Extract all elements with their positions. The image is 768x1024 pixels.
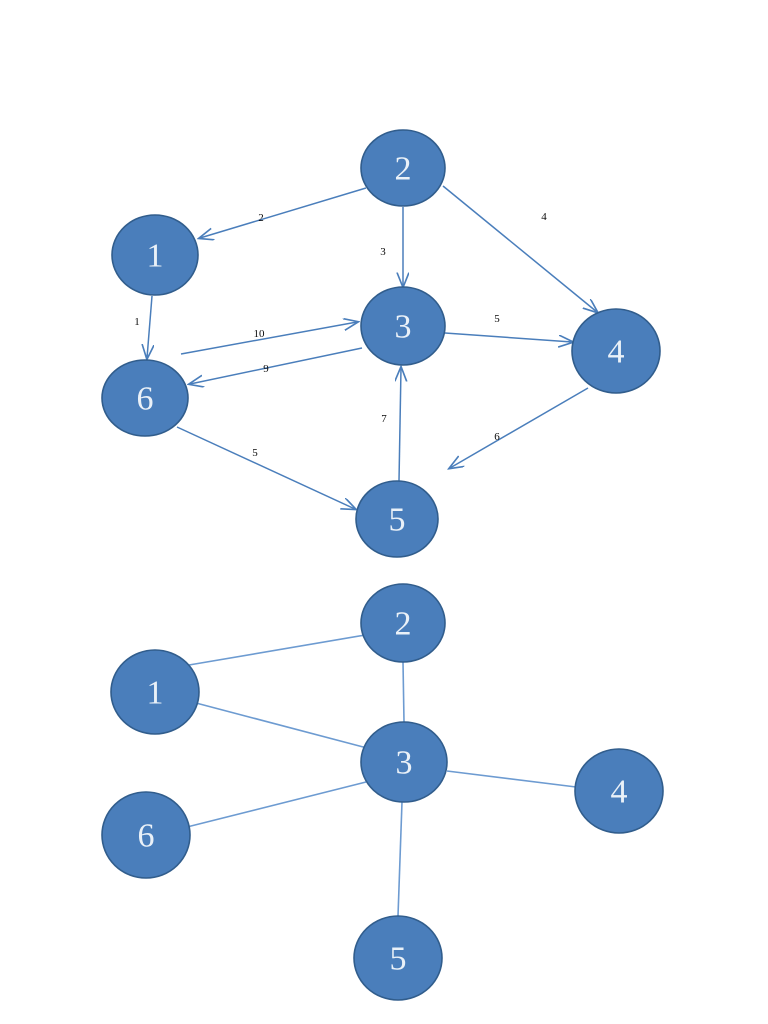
node-circle-5[interactable] xyxy=(353,915,443,1001)
node-circle-3[interactable] xyxy=(360,286,446,366)
node-label-6: 6 xyxy=(137,381,154,418)
node-5[interactable]: 5 xyxy=(353,915,443,1001)
edge-2-to-3 xyxy=(402,661,405,723)
edge-3-to-6 xyxy=(186,781,367,828)
edge-6-to-3 xyxy=(180,322,357,355)
edge-3-to-4 xyxy=(446,770,577,788)
directed-weighted-graph: 2 3 4 1 10 9 5 7 6 5 1 2 3 4 5 6 xyxy=(101,129,661,558)
edge-1-to-3 xyxy=(195,702,368,749)
edge-weight-2-3: 3 xyxy=(380,246,386,258)
node-label-2: 2 xyxy=(395,151,412,188)
edge-2-to-4 xyxy=(442,185,597,312)
node-3[interactable]: 3 xyxy=(360,286,446,366)
edge-4-to-5 xyxy=(450,387,589,468)
edge-weight-5-3: 7 xyxy=(381,413,387,425)
node-3[interactable]: 3 xyxy=(360,721,448,803)
node-circle-1[interactable] xyxy=(110,649,200,735)
edge-weight-6-3: 10 xyxy=(254,328,266,340)
edge-3-to-5 xyxy=(397,801,403,917)
node-label-5: 5 xyxy=(390,941,407,978)
node-6[interactable]: 6 xyxy=(101,359,189,437)
node-4[interactable]: 4 xyxy=(574,748,664,834)
edge-weight-2-4: 4 xyxy=(541,211,547,223)
node-circle-2[interactable] xyxy=(360,129,446,207)
edge-weight-3-6: 9 xyxy=(263,363,269,375)
node-circle-4[interactable] xyxy=(571,308,661,394)
edge-6-to-5 xyxy=(176,426,355,509)
edge-weight-3-4: 5 xyxy=(494,313,500,325)
edge-3-to-4 xyxy=(444,332,572,342)
edge-2-to-1 xyxy=(200,187,367,238)
node-1[interactable]: 1 xyxy=(110,649,200,735)
node-circle-3[interactable] xyxy=(360,721,448,803)
node-4[interactable]: 4 xyxy=(571,308,661,394)
node-label-6: 6 xyxy=(138,818,155,855)
undirected-spanning-tree: 1 2 3 4 5 6 xyxy=(101,583,664,1001)
node-circle-1[interactable] xyxy=(111,214,199,296)
edge-5-to-3 xyxy=(399,368,401,482)
edge-1-to-6 xyxy=(147,295,152,358)
node-label-1: 1 xyxy=(147,675,164,712)
node-2[interactable]: 2 xyxy=(360,583,446,663)
node-label-4: 4 xyxy=(608,334,625,371)
node-circle-2[interactable] xyxy=(360,583,446,663)
node-label-5: 5 xyxy=(389,502,406,539)
node-1[interactable]: 1 xyxy=(111,214,199,296)
node-6[interactable]: 6 xyxy=(101,791,191,879)
node-label-2: 2 xyxy=(395,606,412,643)
node-label-1: 1 xyxy=(147,238,164,275)
undirected-nodes-layer: 1 2 3 4 5 6 xyxy=(101,583,664,1001)
undirected-edges-layer xyxy=(186,633,577,917)
directed-edges-layer xyxy=(147,185,597,509)
edge-weight-6-5: 5 xyxy=(252,447,258,459)
node-5[interactable]: 5 xyxy=(355,480,439,558)
node-circle-6[interactable] xyxy=(101,791,191,879)
node-label-3: 3 xyxy=(396,745,413,782)
node-2[interactable]: 2 xyxy=(360,129,446,207)
node-circle-4[interactable] xyxy=(574,748,664,834)
directed-nodes-layer: 1 2 3 4 5 6 xyxy=(101,129,661,558)
node-label-4: 4 xyxy=(611,774,628,811)
edge-1-to-2 xyxy=(188,633,372,666)
edge-3-to-6 xyxy=(190,347,363,384)
edge-weight-2-1: 2 xyxy=(258,212,264,224)
node-label-3: 3 xyxy=(395,309,412,346)
directed-edge-weights-layer: 2 3 4 1 10 9 5 7 6 5 xyxy=(134,211,547,459)
node-circle-6[interactable] xyxy=(101,359,189,437)
node-circle-5[interactable] xyxy=(355,480,439,558)
edge-weight-4-5: 6 xyxy=(494,431,500,443)
edge-weight-1-6: 1 xyxy=(134,316,140,328)
